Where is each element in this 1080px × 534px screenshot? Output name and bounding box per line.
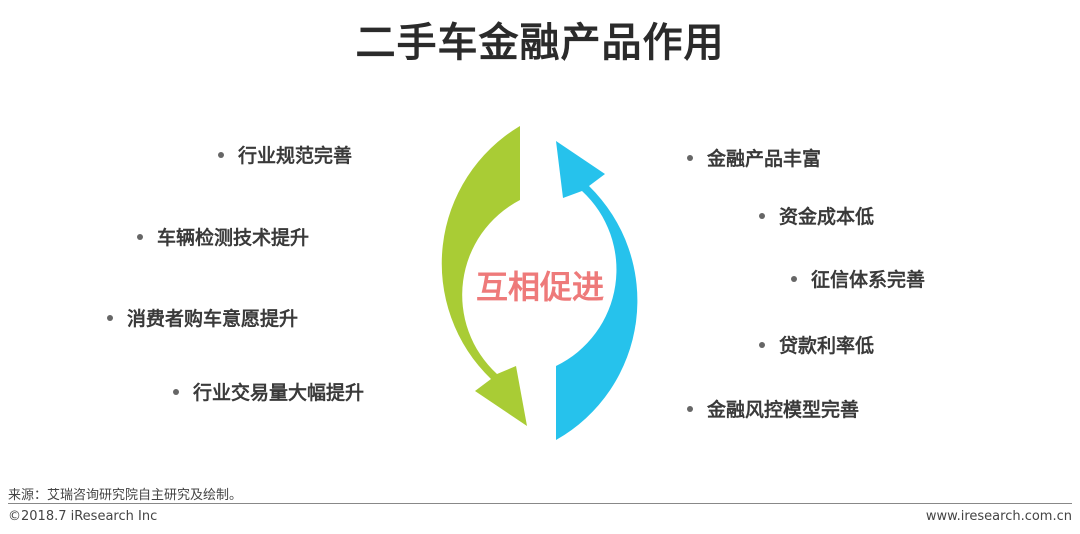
left-item: 车辆检测技术提升 xyxy=(137,226,309,250)
bullet-dot xyxy=(687,405,693,412)
market-development-label: 市场发展 xyxy=(381,246,425,329)
footer-divider xyxy=(8,503,1072,504)
right-item: 金融产品丰富 xyxy=(687,147,821,171)
left-item-label: 行业交易量大幅提升 xyxy=(193,382,365,404)
right-item: 金融风控模型完善 xyxy=(687,398,859,422)
market-development-arrow xyxy=(441,126,527,426)
left-item-label: 消费者购车意愿提升 xyxy=(127,308,299,330)
left-item-label: 车辆检测技术提升 xyxy=(157,227,310,249)
bullet-dot xyxy=(759,212,765,219)
right-item-label: 贷款利率低 xyxy=(779,335,875,357)
right-item: 资金成本低 xyxy=(759,205,874,229)
source-note: 来源：艾瑞咨询研究院自主研究及绘制。 xyxy=(8,488,243,503)
bullet-dot xyxy=(791,275,797,282)
financial-service-label: 金融服务 xyxy=(655,240,699,325)
bullet-dot xyxy=(759,341,765,348)
bullet-dot xyxy=(687,154,693,161)
right-item: 贷款利率低 xyxy=(759,334,874,358)
copyright: ©2018.7 iResearch Inc xyxy=(8,509,158,524)
left-item: 消费者购车意愿提升 xyxy=(107,307,298,331)
right-item-label: 征信体系完善 xyxy=(811,269,926,291)
bullet-dot xyxy=(173,388,179,395)
bullet-dot xyxy=(137,233,143,240)
right-item: 征信体系完善 xyxy=(791,268,925,292)
mutual-promotion-text: 互相促进 xyxy=(475,268,604,306)
financial-service-arrow xyxy=(556,141,638,440)
bullet-dot xyxy=(107,314,113,321)
bullet-dot xyxy=(218,151,224,158)
website-link[interactable]: www.iresearch.com.cn xyxy=(925,509,1072,524)
left-item: 行业规范完善 xyxy=(218,144,352,168)
right-item-label: 金融产品丰富 xyxy=(707,148,822,170)
page-title: 二手车金融产品作用 xyxy=(355,20,725,66)
right-item-label: 金融风控模型完善 xyxy=(707,399,860,421)
left-item-label: 行业规范完善 xyxy=(238,145,353,167)
right-item-label: 资金成本低 xyxy=(779,206,875,228)
left-item: 行业交易量大幅提升 xyxy=(173,381,364,405)
